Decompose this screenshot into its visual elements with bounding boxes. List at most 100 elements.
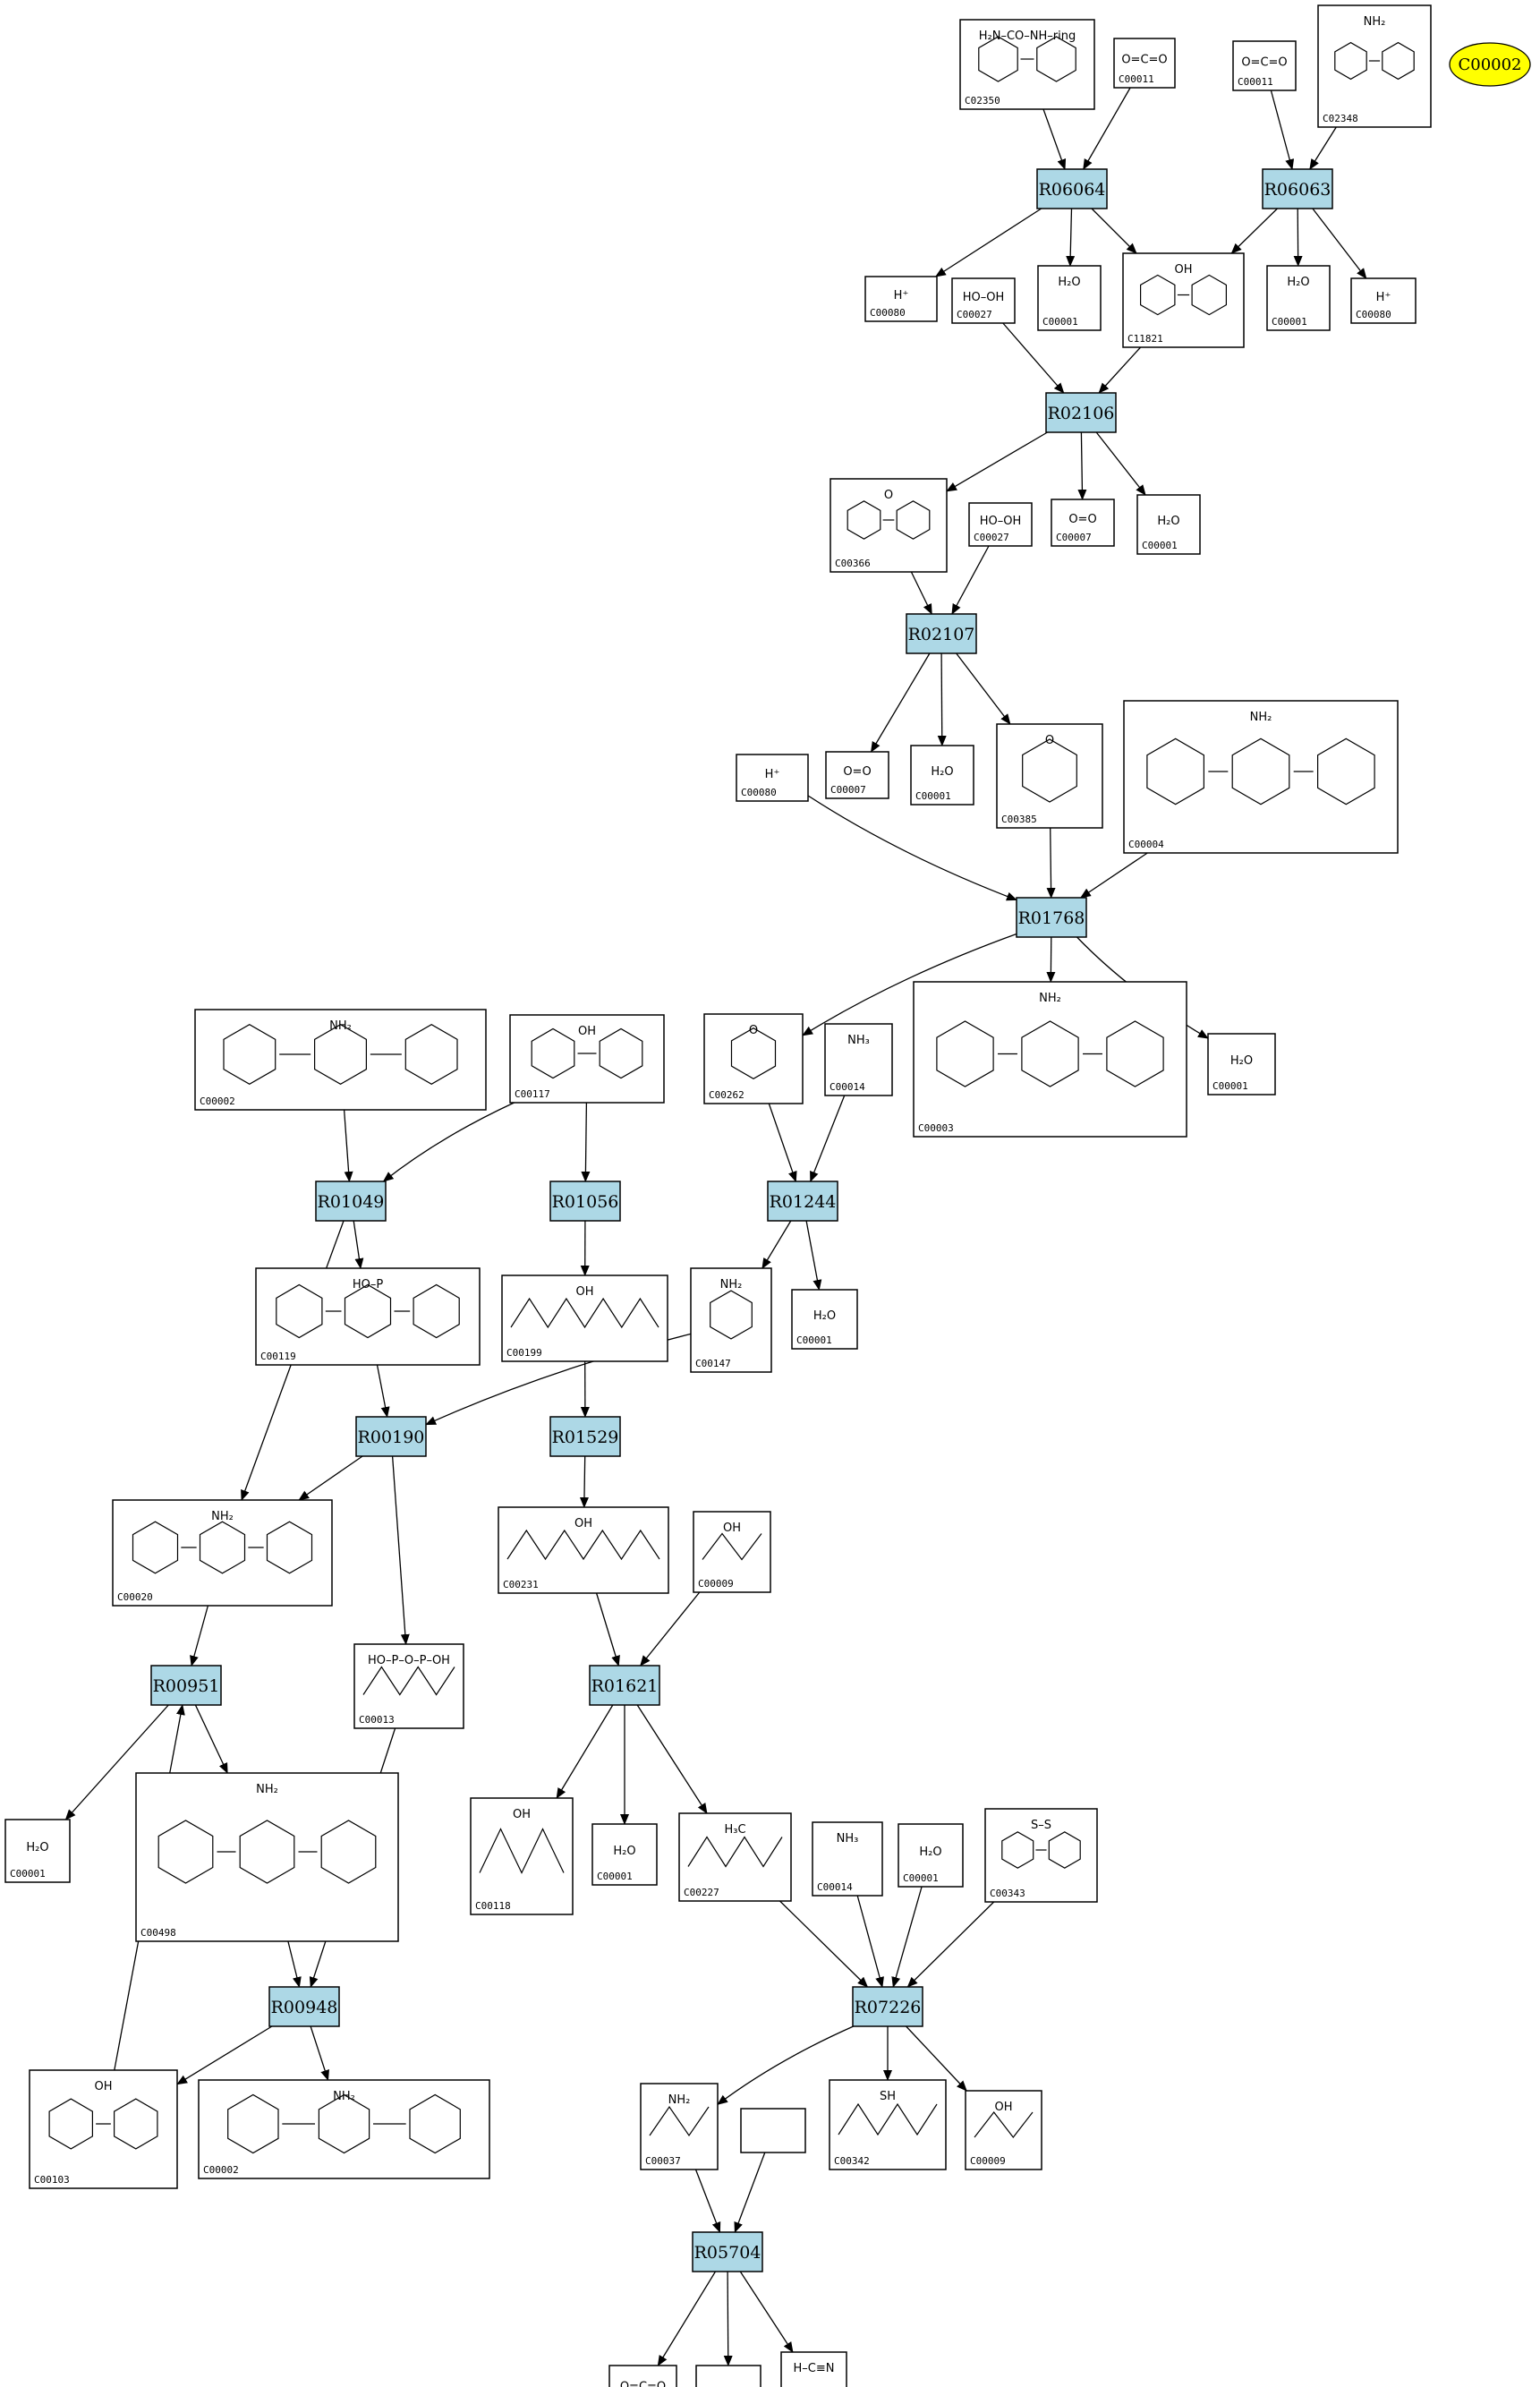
- reaction-R00948[interactable]: R00948: [268, 1986, 340, 2027]
- highlight-compound[interactable]: C00002: [1449, 42, 1531, 87]
- edge-R00951-c00498: [194, 1704, 228, 1774]
- edge-c00343-R07226: [906, 1901, 995, 1988]
- compound-blank2[interactable]: [695, 2365, 761, 2387]
- compound-id: C00342: [834, 2155, 870, 2167]
- compound-c01326[interactable]: H–C≡NC01326: [780, 2351, 847, 2387]
- reaction-R07226[interactable]: R07226: [852, 1986, 923, 2027]
- compound-c00080b[interactable]: H⁺C00080: [1350, 277, 1417, 324]
- edge-c00119-R00190: [376, 1364, 390, 1418]
- reaction-R00190[interactable]: R00190: [355, 1416, 427, 1457]
- ring-structure-icon: [48, 2098, 158, 2150]
- compound-id: C00001: [1212, 1080, 1248, 1092]
- nodes-layer: H₂N–CO–NH–ringC02350O=C=OC00011O=C=OC000…: [4, 4, 1432, 2387]
- compound-blank1[interactable]: [740, 2108, 806, 2153]
- compound-id: C00001: [1142, 540, 1178, 551]
- edge-c00027a-R02106: [1002, 322, 1065, 394]
- compound-formula: H₃C: [724, 1823, 745, 1837]
- reaction-box: [150, 1665, 222, 1706]
- reaction-R02106[interactable]: R02106: [1045, 392, 1117, 433]
- compound-formula: HO–OH: [963, 291, 1005, 304]
- compound-id: C00118: [475, 1900, 511, 1912]
- reaction-R05704[interactable]: R05704: [692, 2231, 763, 2272]
- ring-structure-icon: [1022, 738, 1077, 803]
- compound-id: C00001: [597, 1871, 633, 1882]
- compound-formula: O: [749, 1024, 758, 1037]
- chain-structure-icon: [506, 1529, 660, 1561]
- reaction-R01056[interactable]: R01056: [549, 1181, 621, 1222]
- edge-c00037-R05704: [694, 2169, 721, 2233]
- compound-id: C00001: [1042, 316, 1078, 328]
- compound-c00080c[interactable]: H⁺C00080: [736, 754, 809, 802]
- edge-c00002a-R01049: [343, 1109, 353, 1182]
- reaction-R06063[interactable]: R06063: [1262, 168, 1333, 209]
- compound-box: [198, 2079, 490, 2179]
- compound-box: [693, 1511, 771, 1593]
- reaction-R00951[interactable]: R00951: [150, 1665, 222, 1706]
- compound-box: [1350, 277, 1417, 324]
- compound-formula: NH₂: [256, 1783, 278, 1796]
- reaction-R01049[interactable]: R01049: [315, 1181, 387, 1222]
- reaction-R02107[interactable]: R02107: [906, 613, 977, 654]
- reaction-R06064[interactable]: R06064: [1036, 168, 1108, 209]
- compound-formula: O=C=O: [1121, 54, 1167, 67]
- edge-R01768-c00262: [802, 933, 1017, 1036]
- compound-box: [353, 1643, 464, 1729]
- reaction-R01768[interactable]: R01768: [1016, 897, 1087, 938]
- compound-box: [830, 478, 948, 573]
- reaction-label: R01049: [318, 1192, 385, 1212]
- edge-c00080c-R01768: [807, 795, 1017, 901]
- edge-R05704-c01326: [739, 2271, 794, 2353]
- ring-structure-icon: [710, 1290, 753, 1340]
- compound-box: [690, 1267, 772, 1373]
- reaction-R01529[interactable]: R01529: [549, 1416, 621, 1457]
- compound-c00080a[interactable]: H⁺C00080: [864, 276, 938, 322]
- reaction-R01621[interactable]: R01621: [589, 1665, 660, 1706]
- compound-id: C00007: [830, 784, 866, 796]
- reaction-R01244[interactable]: R01244: [767, 1181, 838, 1222]
